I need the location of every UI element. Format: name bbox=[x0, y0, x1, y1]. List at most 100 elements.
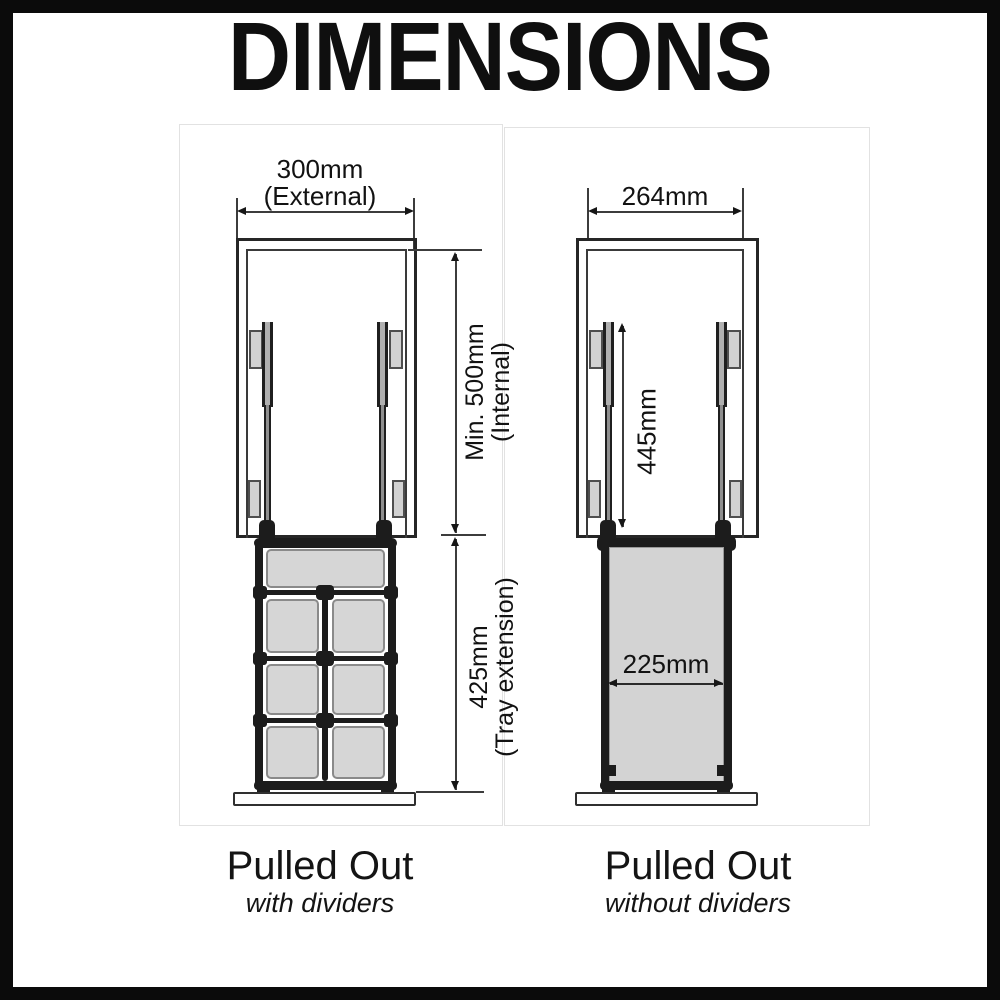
tray-cell bbox=[266, 599, 319, 653]
cabinet-outer-left bbox=[236, 238, 417, 538]
arrowhead-down bbox=[451, 524, 459, 533]
tray-cell bbox=[332, 726, 385, 779]
page-title: DIMENSIONS bbox=[228, 2, 773, 111]
arrowhead-up bbox=[618, 323, 626, 332]
dim-label-width: 264mm bbox=[621, 181, 709, 211]
tray-side-rail bbox=[255, 542, 263, 788]
tick-line bbox=[408, 249, 482, 251]
slide-rail bbox=[262, 322, 273, 407]
tray-side-rail bbox=[724, 542, 732, 787]
tray-top-bar bbox=[254, 538, 397, 548]
divider-center-bar bbox=[322, 659, 328, 721]
tray-cell bbox=[266, 549, 385, 588]
divider-connector bbox=[384, 714, 398, 727]
tray-notch bbox=[717, 765, 724, 776]
slide-rail-lower bbox=[379, 405, 386, 527]
right-diagram-panel bbox=[504, 127, 870, 826]
tray-side-rail bbox=[388, 542, 396, 788]
caption-right: Pulled Out bbox=[604, 844, 792, 888]
tray-cell bbox=[266, 664, 319, 715]
mount-block bbox=[729, 480, 742, 518]
tray-foot bbox=[381, 788, 394, 795]
cabinet-inner-right bbox=[586, 249, 744, 538]
dimension-line-tray-width bbox=[610, 683, 723, 685]
slide-rail bbox=[377, 322, 388, 407]
divider-connector bbox=[253, 714, 267, 727]
arrowhead-right bbox=[714, 679, 723, 687]
dimension-line-internal-height bbox=[455, 254, 457, 533]
arrowhead-left bbox=[608, 679, 617, 687]
dim-label-line: (External) bbox=[263, 181, 377, 211]
tray-foot bbox=[257, 788, 270, 795]
tray-side-rail bbox=[601, 542, 609, 787]
dimension-line-runner-height bbox=[622, 326, 624, 527]
divider-connector bbox=[384, 652, 398, 665]
divider-center-bar bbox=[322, 721, 328, 781]
arrowhead-right bbox=[405, 207, 414, 215]
extension-line bbox=[236, 198, 238, 250]
tray-cell bbox=[266, 726, 319, 779]
arrowhead-down bbox=[618, 519, 626, 528]
mount-block bbox=[727, 330, 741, 369]
dim-label-tray-width: 225mm bbox=[622, 649, 710, 679]
mount-block bbox=[389, 330, 403, 369]
arrowhead-down bbox=[451, 781, 459, 790]
extension-line bbox=[742, 188, 744, 238]
arrowhead-up bbox=[451, 252, 459, 261]
arrowhead-left bbox=[237, 207, 246, 215]
mount-block bbox=[589, 330, 603, 369]
dim-label-line: (Tray extension) bbox=[491, 577, 519, 757]
caption-left: Pulled Out bbox=[226, 844, 414, 888]
slide-rail-lower bbox=[605, 405, 612, 527]
tray-bottom-bar bbox=[600, 781, 733, 790]
tray-panel bbox=[609, 547, 724, 783]
divider-connector bbox=[384, 586, 398, 599]
left-diagram-panel bbox=[179, 124, 503, 826]
dim-label-line: 300mm bbox=[276, 154, 364, 184]
cabinet-outer-right bbox=[576, 238, 759, 538]
divider-connector bbox=[253, 652, 267, 665]
tray-foot bbox=[717, 788, 730, 795]
tray-top-bar bbox=[599, 538, 734, 549]
slide-rail-lower bbox=[264, 405, 271, 527]
arrowhead-right bbox=[733, 207, 742, 215]
tick-line bbox=[441, 534, 486, 536]
slide-rail bbox=[603, 322, 614, 407]
subcaption-left: with dividers bbox=[245, 888, 395, 918]
mount-block bbox=[588, 480, 601, 518]
tray-cell bbox=[332, 664, 385, 715]
mount-block bbox=[249, 330, 263, 369]
tray-bottom-bar bbox=[254, 781, 397, 790]
divider-connector bbox=[316, 713, 334, 728]
subcaption-right: without dividers bbox=[604, 888, 792, 918]
tray-notch bbox=[609, 765, 616, 776]
divider-connector bbox=[316, 651, 334, 666]
base-plate-left bbox=[233, 792, 416, 806]
divider-connector bbox=[316, 585, 334, 600]
tray-foot bbox=[602, 788, 615, 795]
dimension-line-external-width bbox=[243, 211, 408, 213]
divider-connector bbox=[253, 586, 267, 599]
dim-label-internal-height: Min. 500mm (Internal) bbox=[461, 242, 515, 542]
tray-cell bbox=[332, 599, 385, 653]
dim-label-runner-height: 445mm bbox=[631, 332, 661, 532]
base-plate-right bbox=[575, 792, 758, 806]
dim-label-line: (Internal) bbox=[487, 341, 515, 443]
mount-block bbox=[248, 480, 261, 518]
extension-line bbox=[413, 198, 415, 250]
dim-label-line: 445mm bbox=[631, 388, 661, 475]
slide-rail-lower bbox=[718, 405, 725, 527]
arrowhead-up bbox=[451, 537, 459, 546]
dim-label-external-width: 300mm (External) bbox=[215, 156, 425, 210]
dimension-line-tray-extension bbox=[455, 539, 457, 790]
dim-label-tray-extension: 425mm (Tray extension) bbox=[465, 517, 519, 817]
divider-center-bar bbox=[322, 593, 328, 659]
slide-rail bbox=[716, 322, 727, 407]
mount-block bbox=[392, 480, 405, 518]
dimension-line-width bbox=[595, 211, 737, 213]
dim-label-line: Min. 500mm bbox=[461, 323, 489, 461]
dim-label-line: 425mm bbox=[465, 625, 493, 709]
tick-line bbox=[416, 791, 484, 793]
arrowhead-left bbox=[588, 207, 597, 215]
